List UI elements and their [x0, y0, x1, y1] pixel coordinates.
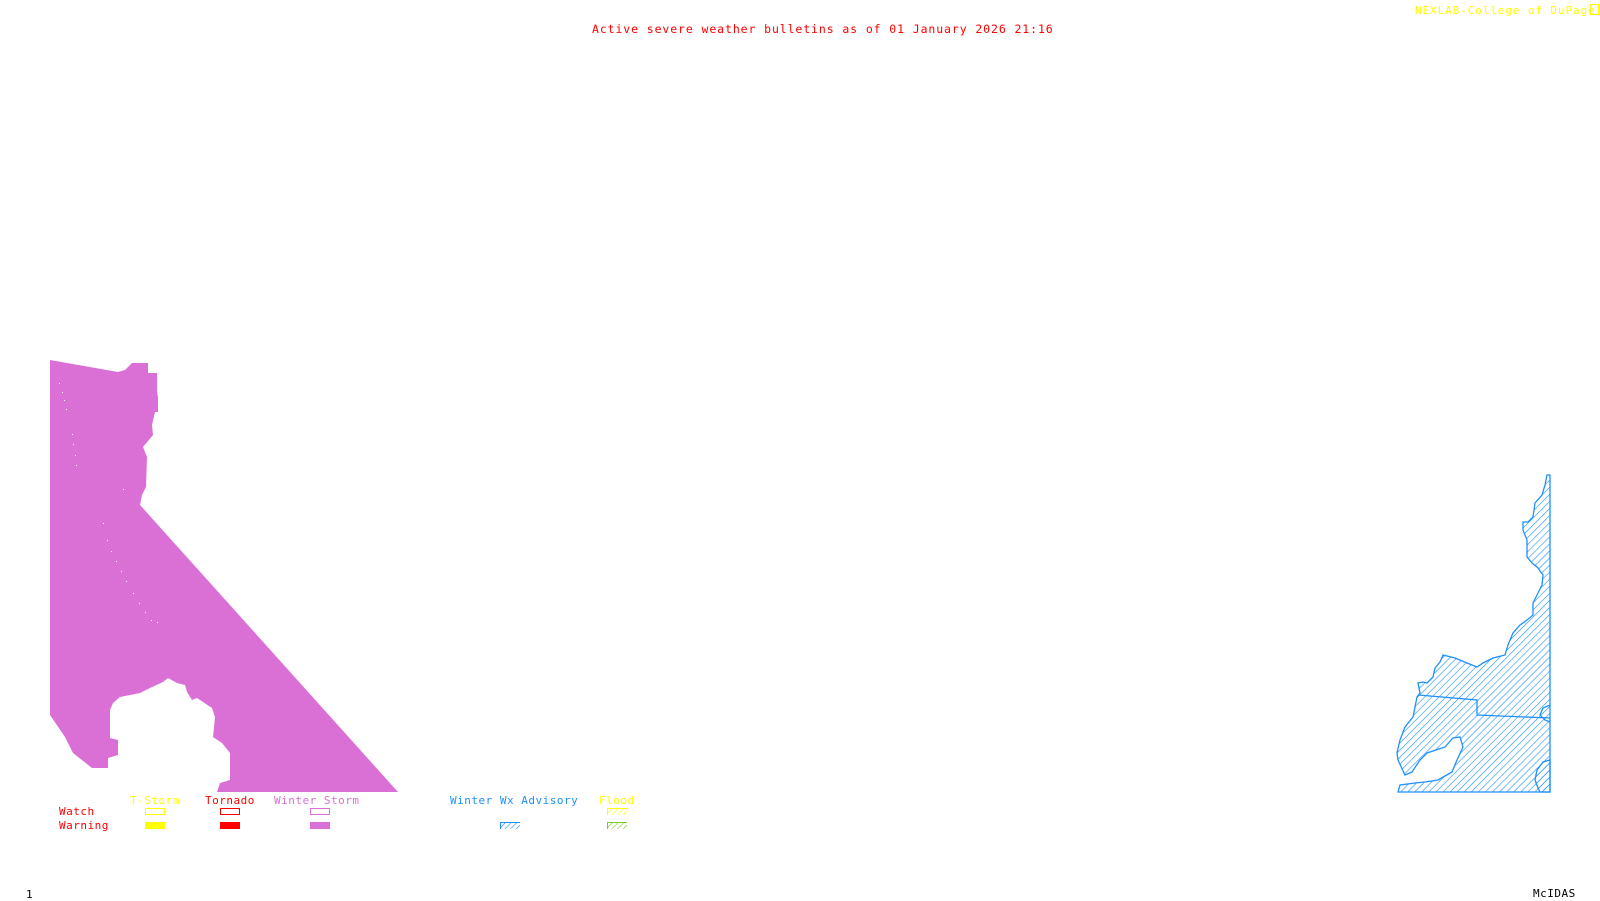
legend-tornado-watch-swatch [220, 808, 240, 815]
software-label: McIDAS [1533, 887, 1576, 900]
legend-winter-storm-watch-swatch [310, 808, 330, 815]
legend-flood-label: Flood [599, 794, 635, 807]
state-boundary-line [1417, 694, 1551, 719]
legend-row-warning: Warning [59, 819, 109, 832]
nexlab-logo-icon [1590, 4, 1599, 15]
winter-wx-advisory-region [1396, 474, 1551, 793]
legend-winter-storm-warning-swatch [310, 822, 330, 829]
frame-number: 1 [26, 888, 34, 901]
legend-row-watch: Watch [59, 805, 95, 818]
county-line-dots [59, 383, 158, 623]
legend-winter-storm-label: Winter Storm [274, 794, 360, 807]
legend-winter-advisory-swatch [500, 822, 520, 829]
legend-flood-warning-swatch [607, 822, 627, 829]
legend-tstorm-label: T-Storm [130, 794, 180, 807]
legend-winter-advisory-label: Winter Wx Advisory [450, 794, 579, 807]
bulletin-title: Active severe weather bulletins as of 01… [592, 22, 1054, 36]
advisory-island-region [1534, 759, 1551, 793]
legend-tstorm-watch-swatch [145, 808, 165, 815]
legend-tornado-warning-swatch [220, 822, 240, 829]
credit-label: NEXLAB-College of DuPage [1415, 4, 1596, 17]
advisory-coast-fragment [1539, 704, 1551, 723]
legend-flood-watch-swatch [607, 808, 627, 815]
legend-tornado-label: Tornado [205, 794, 255, 807]
winter-storm-warning-region [50, 360, 398, 792]
legend-tstorm-warning-swatch [145, 822, 165, 829]
